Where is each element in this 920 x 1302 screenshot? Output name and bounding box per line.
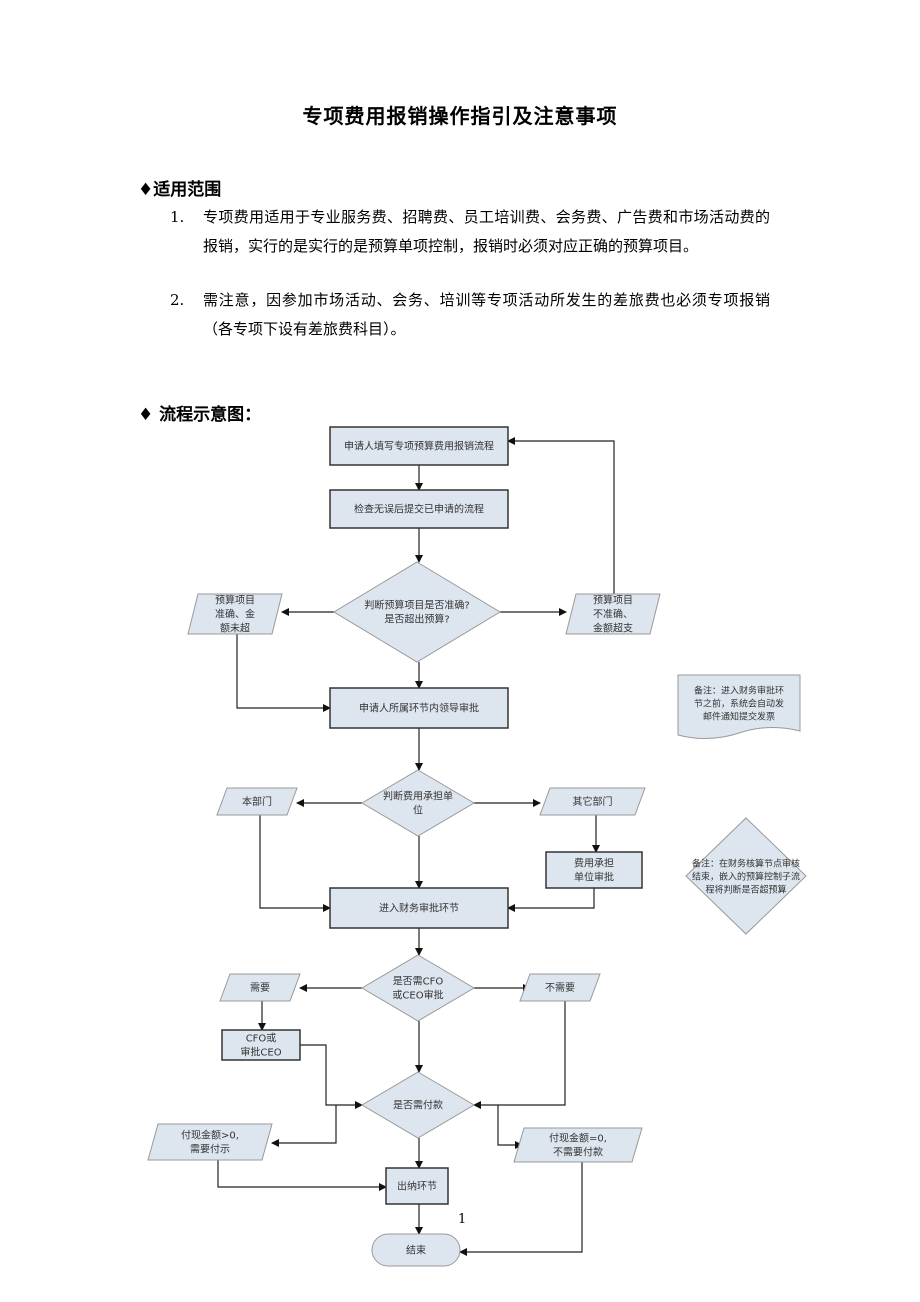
io-other-dept: 其它部门 (539, 787, 646, 816)
node-label: 不需要 (545, 982, 575, 994)
node-label: 是否需付款 (393, 1099, 443, 1112)
node-label: 或CEO审批 (392, 989, 443, 1002)
process-finance-approval: 进入财务审批环节 (329, 887, 509, 929)
node-label: 位 (413, 804, 423, 817)
list-text: 需注意，因参加市场活动、会务、培训等专项活动所发生的差旅费也必须专项报销（各专项… (203, 291, 770, 338)
io-no-payment: 付现金额=0,不需要付款 (513, 1127, 643, 1163)
node-label: 额未超 (220, 622, 250, 635)
flow-arrow (473, 1001, 566, 1109)
list-text: 专项费用适用于专业服务费、招聘费、员工培训费、会务费、广告费和市场活动费的报销，… (203, 208, 770, 255)
node-label: 单位审批 (574, 871, 614, 884)
io-not-need: 不需要 (519, 973, 601, 1002)
node-label: 本部门 (242, 795, 272, 808)
node-label: 申请人所属环节内领导审批 (359, 702, 479, 715)
page-title: 专项费用报销操作指引及注意事项 (302, 104, 618, 128)
flow-arrow (507, 437, 615, 594)
node-label: 预算项目 (593, 594, 633, 607)
io-payment-needed: 付现金额>0,需要付示 (147, 1123, 273, 1161)
flow-arrow (459, 1162, 583, 1256)
node-label: 结束，嵌入的预算控制子流 (692, 871, 800, 883)
flow-arrow (271, 1105, 337, 1147)
node-label: 金额超支 (593, 622, 633, 635)
flow-arrow (507, 888, 595, 912)
flow-arrow (259, 815, 331, 912)
node-label: 审批CEO (240, 1046, 281, 1059)
flow-arrow (300, 1044, 363, 1109)
process-submit: 检查无误后提交已申请的流程 (329, 489, 509, 529)
node-label: 申请人填写专项预算费用报销流程 (344, 440, 494, 453)
node-label: 备注：在财务核算节点审核 (692, 858, 800, 870)
flow-arrow (236, 634, 331, 712)
list-number: 2. (170, 291, 185, 309)
node-label: 付现金额>0, (181, 1129, 239, 1142)
node-label: 邮件通知提交发票 (703, 711, 775, 723)
node-label: 程将判断是否超预算 (705, 884, 786, 896)
process-fill-form: 申请人填写专项预算费用报销流程 (329, 426, 509, 466)
node-label: 节之前，系统会自动发 (694, 698, 784, 710)
terminator-end: 结束 (371, 1233, 461, 1267)
list-item: 2. 需注意，因参加市场活动、会务、培训等专项活动所发生的差旅费也必须专项报销（… (170, 286, 770, 344)
list-item: 1. 专项费用适用于专业服务费、招聘费、员工培训费、会务费、广告费和市场活动费的… (170, 203, 770, 261)
flow-arrow (217, 1160, 387, 1191)
flow-arrow (497, 1105, 523, 1149)
io-own-dept: 本部门 (216, 787, 298, 816)
node-label: 其它部门 (573, 795, 613, 808)
node-label: 备注：进入财务审批环 (694, 685, 784, 697)
list-number: 1. (170, 208, 185, 226)
node-label: 判断预算项目是否准确? (364, 599, 469, 612)
node-label: 结束 (406, 1244, 426, 1257)
process-cashier: 出纳环节 (385, 1167, 449, 1205)
section-heading-flowchart: ♦ 流程示意图： (138, 405, 262, 425)
node-label: CFO或 (246, 1033, 277, 1045)
node-label: 费用承担 (574, 857, 614, 870)
node-label: 准确、金 (215, 608, 255, 621)
decision-payment: 是否需付款 (361, 1071, 475, 1139)
node-label: 出纳环节 (397, 1180, 437, 1193)
io-need: 需要 (219, 973, 301, 1002)
node-label: 需要付示 (190, 1143, 230, 1156)
node-label: 检查无误后提交已申请的流程 (354, 503, 484, 516)
node-label: 是否需CFO (393, 976, 444, 988)
node-label: 预算项目 (215, 594, 255, 607)
section-heading-scope: ♦适用范围 (138, 180, 222, 200)
node-label: 不需要付款 (553, 1146, 603, 1159)
node-label: 判断费用承担单 (383, 790, 453, 803)
node-label: 进入财务审批环节 (379, 902, 459, 915)
page-number: 1 (458, 1212, 467, 1227)
node-label: 付现金额=0, (549, 1132, 607, 1145)
node-label: 需要 (250, 982, 270, 994)
node-label: 不准确、 (593, 608, 633, 621)
process-dept-leader-approval: 申请人所属环节内领导审批 (329, 687, 509, 729)
node-label: 是否超出预算? (384, 613, 449, 626)
decision-budget-check: 判断预算项目是否准确?是否超出预算? (333, 561, 501, 663)
